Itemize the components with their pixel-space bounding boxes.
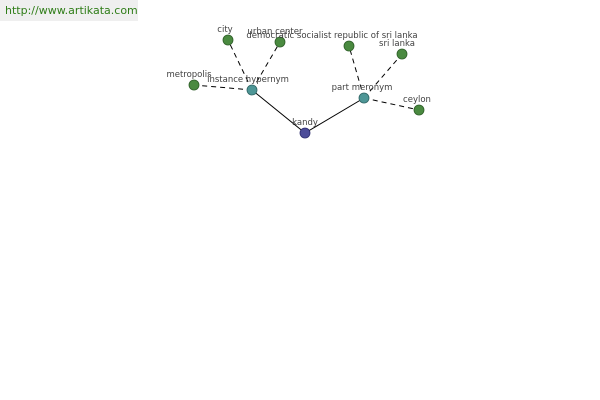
node-ceylon[interactable] <box>413 104 425 116</box>
node-republic-of-sri-lanka[interactable] <box>343 40 355 52</box>
edge-hypernym-urban-center <box>251 41 281 91</box>
label-sri-lanka[interactable]: sri lanka <box>379 39 415 49</box>
edge-kandy-meronym <box>304 97 365 134</box>
edge-meronym-republic <box>348 45 365 99</box>
edge-meronym-sri-lanka <box>363 53 403 99</box>
label-instance-hypernym[interactable]: instance hypernym <box>207 75 289 85</box>
node-metropolis[interactable] <box>188 79 200 91</box>
edge-hypernym-metropolis <box>193 84 253 91</box>
node-kandy[interactable] <box>299 127 311 139</box>
node-urban-center[interactable] <box>274 36 286 48</box>
node-part-meronym[interactable] <box>358 92 370 104</box>
edge-hypernym-city <box>227 39 253 91</box>
edge-meronym-ceylon <box>363 97 420 111</box>
node-instance-hypernym[interactable] <box>246 84 258 96</box>
label-ceylon[interactable]: ceylon <box>403 95 431 105</box>
label-city[interactable]: city <box>217 25 232 35</box>
url-banner[interactable]: http://www.artikata.com <box>0 0 138 21</box>
label-urban-center[interactable]: urban center <box>248 27 303 37</box>
label-part-meronym[interactable]: part meronym <box>332 83 393 93</box>
label-metropolis[interactable]: metropolis <box>166 70 212 80</box>
node-sri-lanka[interactable] <box>396 48 408 60</box>
label-republic-of-sri-lanka[interactable]: democratic socialist republic of sri lan… <box>246 31 417 41</box>
edge-kandy-hypernym <box>251 89 306 134</box>
label-kandy[interactable]: kandy <box>292 118 318 128</box>
node-city[interactable] <box>222 34 234 46</box>
site-url[interactable]: http://www.artikata.com <box>5 4 138 17</box>
